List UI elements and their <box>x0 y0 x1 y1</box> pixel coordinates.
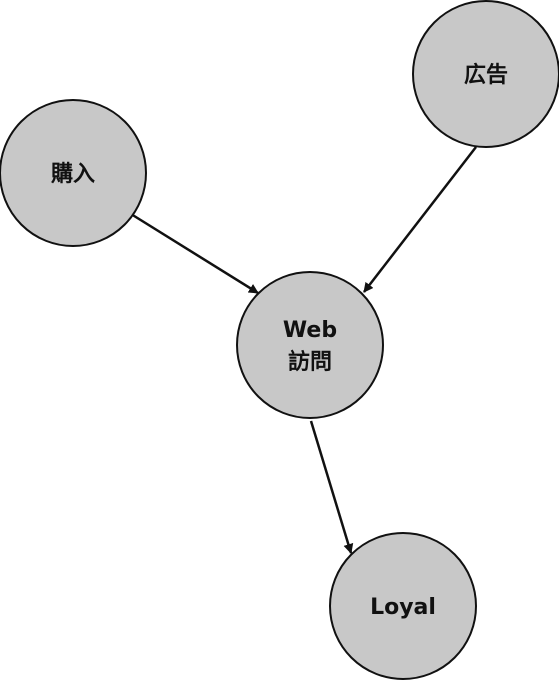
node-web-visit-label-line1: Web <box>283 318 337 343</box>
node-ad[interactable]: 広告 <box>412 0 559 148</box>
node-purchase[interactable]: 購入 <box>0 99 147 247</box>
edge-web-visit-to-loyal <box>309 420 354 554</box>
node-web-visit-label-line2: 訪問 <box>288 349 332 375</box>
node-ad-label: 広告 <box>464 62 508 88</box>
node-loyal-label: Loyal <box>370 595 436 620</box>
edge-ad-to-web-visit <box>363 146 477 293</box>
edges <box>130 146 477 554</box>
node-purchase-label: 購入 <box>51 162 95 187</box>
node-web-visit[interactable]: Web 訪問 <box>236 271 384 419</box>
node-loyal[interactable]: Loyal <box>329 532 477 680</box>
edge-purchase-to-web-visit <box>130 212 259 295</box>
